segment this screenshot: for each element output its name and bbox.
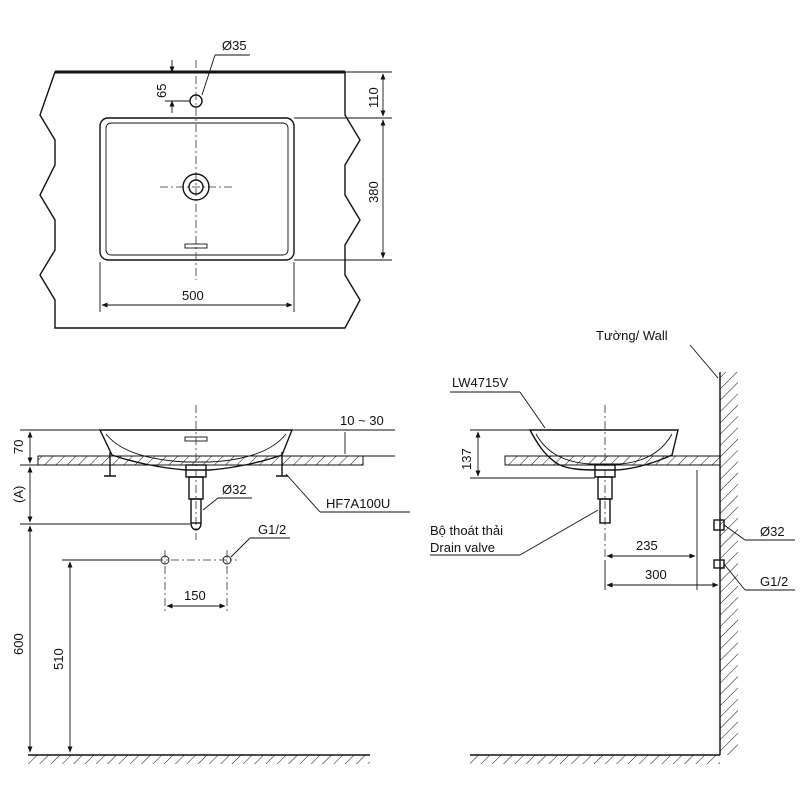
side-model-label: LW4715V xyxy=(452,375,508,390)
side-drain-en-label: Drain valve xyxy=(430,540,495,555)
front-counter-dim-label: 10 ~ 30 xyxy=(340,413,384,428)
top-drain-outer xyxy=(182,173,210,201)
front-part-label: HF7A100U xyxy=(326,496,390,511)
front-600-label: 600 xyxy=(11,633,26,655)
top-view: Ø35 65 110 380 500 xyxy=(39,38,392,329)
top-drain-inner xyxy=(188,179,204,195)
front-height-dim-label: 70 xyxy=(11,440,26,454)
top-depth-dim-label: 380 xyxy=(366,181,381,203)
top-overflow-slot xyxy=(184,243,208,249)
top-edge-dim-label: 110 xyxy=(366,87,381,108)
side-wall-label: Tường/ Wall xyxy=(596,328,668,343)
top-counter-outline xyxy=(39,71,361,329)
top-hole-offset-label: 65 xyxy=(154,84,169,98)
top-hole-leader xyxy=(201,54,216,96)
front-view: 150 G1/2 Ø32 HF7A100U 10 ~ 30 70 (A) 600… xyxy=(11,405,410,764)
front-510-label: 510 xyxy=(51,648,66,670)
top-basin-inner xyxy=(105,122,289,256)
front-trap-dia-label: Ø32 xyxy=(222,482,247,497)
top-hole-dia-label: Ø35 xyxy=(222,38,247,53)
front-supply-spacing-label: 150 xyxy=(184,588,206,603)
side-300-label: 300 xyxy=(645,567,667,582)
front-supply-label: G1/2 xyxy=(258,522,286,537)
top-basin-outer xyxy=(99,117,295,261)
side-drain-vi-label: Bộ thoát thải xyxy=(430,523,503,538)
side-basin xyxy=(528,429,679,471)
side-wall-supply-label: G1/2 xyxy=(760,574,788,589)
front-basin xyxy=(98,429,294,471)
side-235-label: 235 xyxy=(636,538,658,553)
side-height-dim-label: 137 xyxy=(459,448,474,470)
top-width-dim-label: 500 xyxy=(182,288,204,303)
front-counter xyxy=(37,455,364,466)
side-wall-dia-label: Ø32 xyxy=(760,524,785,539)
front-a-dim-label: (A) xyxy=(11,486,26,503)
side-view: LW4715V Tường/ Wall 137 Bộ thoát thải Dr… xyxy=(430,328,795,764)
